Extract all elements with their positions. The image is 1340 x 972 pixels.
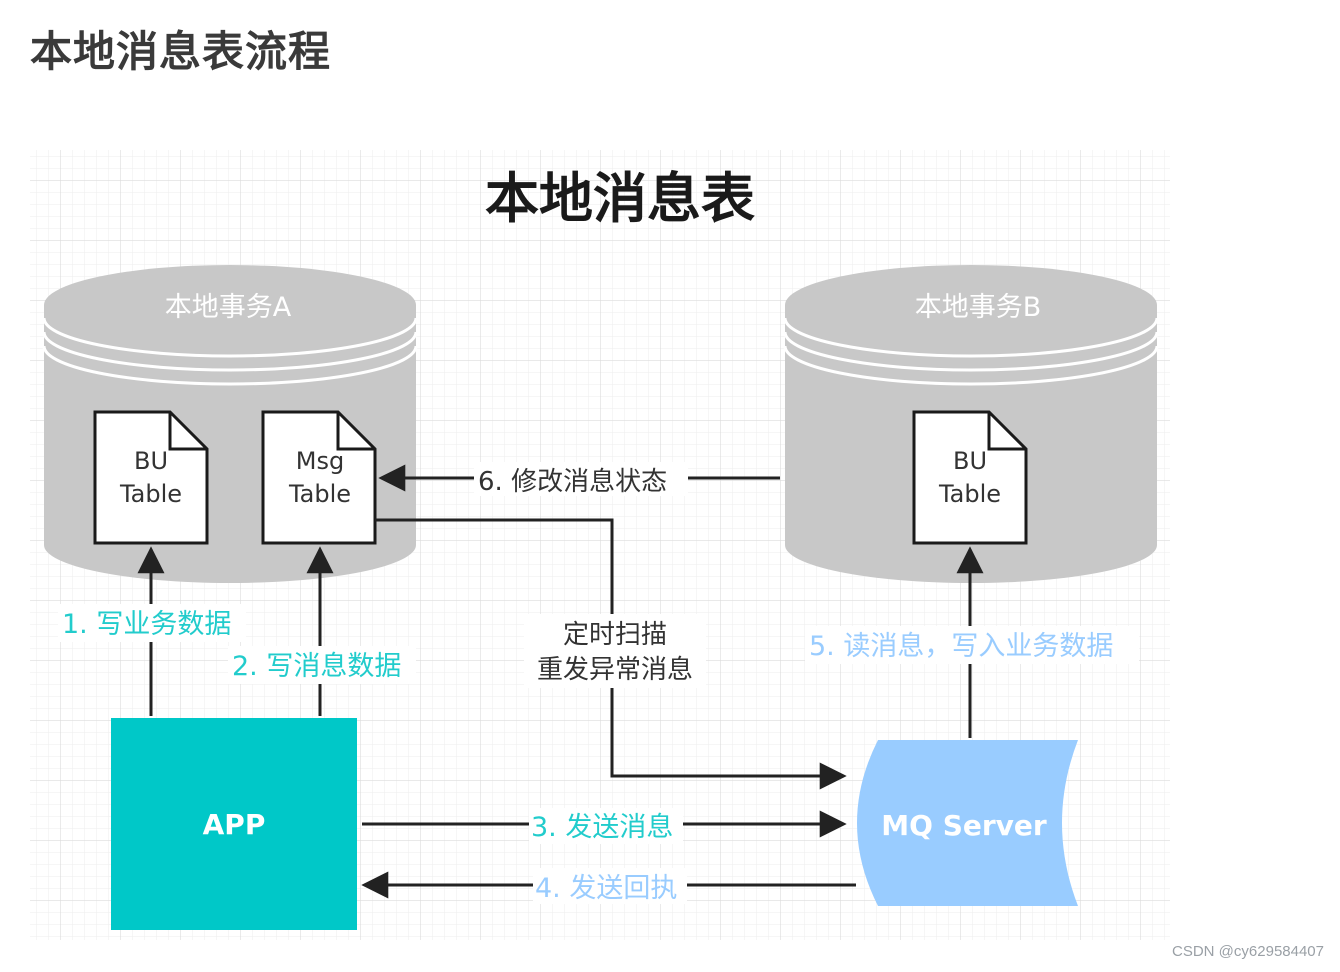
label-step5: 5. 读消息，写入业务数据 [809, 631, 1113, 662]
label-step2: 2. 写消息数据 [232, 651, 401, 682]
bu-table-b: BU Table [912, 410, 1028, 545]
bu-table-b-line1: BU [953, 447, 987, 475]
label-step4: 4. 发送回执 [535, 873, 677, 904]
database-b-label: 本地事务B [915, 292, 1042, 323]
page-title: 本地消息表流程 [30, 27, 332, 76]
bu-table-a: BU Table [93, 410, 209, 545]
app-label: APP [203, 808, 266, 841]
label-step1: 1. 写业务数据 [62, 609, 231, 640]
label-scan-line1: 定时扫描 [563, 620, 667, 650]
msg-table: Msg Table [261, 410, 377, 545]
label-scan-line2: 重发异常消息 [537, 655, 693, 685]
watermark: CSDN @cy629584407 [1172, 943, 1324, 960]
database-a-label: 本地事务A [165, 292, 292, 323]
bu-table-b-line2: Table [938, 480, 1001, 508]
msg-table-line2: Table [288, 480, 351, 508]
msg-table-line1: Msg [296, 447, 344, 475]
label-step6: 6. 修改消息状态 [478, 467, 667, 497]
app-node: APP [111, 718, 357, 930]
diagram-title: 本地消息表 [485, 167, 755, 230]
database-a: 本地事务A [42, 265, 418, 583]
bu-table-a-line2: Table [119, 480, 182, 508]
bu-table-a-line1: BU [134, 447, 168, 475]
mq-server-node: MQ Server [857, 740, 1078, 906]
label-step3: 3. 发送消息 [531, 812, 673, 843]
mq-server-label: MQ Server [881, 809, 1047, 842]
